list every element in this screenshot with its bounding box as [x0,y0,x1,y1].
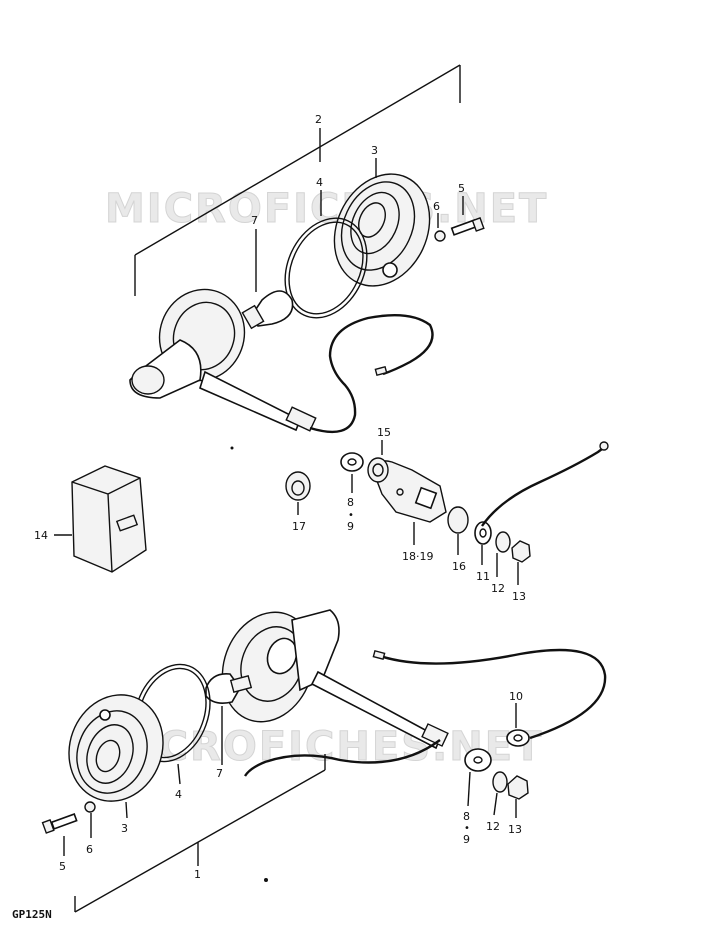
callout-5-upper: 5 [458,182,465,195]
assembly-2-bracket [134,64,461,296]
callout-6-upper: 6 [433,200,440,213]
callout-9-upper: 9 [347,520,354,533]
grommet-17 [285,471,311,501]
callout-9-lower: 9 [463,833,470,846]
callout-3-upper: 3 [371,144,378,157]
lower-bulb [205,672,253,704]
lockwasher-12-lower [492,771,508,793]
upper-washer [434,230,446,242]
lower-screw [41,813,78,834]
spacer-16 [447,506,469,534]
lower-washer-6 [84,801,96,813]
lower-lens [68,694,164,802]
lower-washer-8-9 [464,748,492,772]
callout-17: 17 [292,520,306,533]
callout-6-lower: 6 [86,843,93,856]
flasher-relay-14 [71,465,147,573]
upper-gasket-ring [284,217,368,319]
lockwasher-12-upper [495,531,511,553]
watermark-top: MICROFICHES.NET [105,186,548,232]
callout-8-upper: 8 [347,496,354,509]
callout-13-upper: 13 [512,590,526,603]
upper-bulb [241,290,294,330]
washer-11 [474,521,492,545]
callout-3-lower: 3 [121,822,128,835]
model-code: GP125N [12,908,52,921]
callout-10: 10 [509,690,523,703]
callout-13-lower: 13 [508,823,522,836]
callout-4-lower: 4 [175,788,182,801]
callout-18-19: 18·19 [402,550,434,563]
callout-dot-upper: • [348,510,354,521]
callout-14: 14 [34,529,48,542]
callout-5-lower: 5 [59,860,66,873]
callout-12-lower: 12 [486,820,500,833]
nut-13-upper [511,540,531,563]
callout-8-lower: 8 [463,810,470,823]
callout-1: 1 [194,868,201,881]
nut-13-lower [507,775,529,800]
callout-11: 11 [476,570,490,583]
terminal-10 [506,729,530,747]
ground-wire [481,445,607,527]
callout-dot-lower: • [464,823,470,834]
upper-screw [450,217,485,236]
callout-7-upper: 7 [251,214,258,227]
upper-wire-terminal [374,365,388,377]
lower-harness-wire-a [243,739,441,777]
upper-harness-wire [309,314,434,433]
callout-2: 2 [315,113,322,126]
collar-15 [367,457,389,483]
upper-washer-8-9 [340,452,364,472]
callout-15: 15 [377,426,391,439]
callout-4-upper: 4 [316,176,323,189]
lower-housing [221,609,449,750]
assembly-1-bracket [74,754,326,913]
callout-7-lower: 7 [216,767,223,780]
callout-16: 16 [452,560,466,573]
callout-12-upper: 12 [491,582,505,595]
lower-harness-wire-b [379,648,607,740]
upper-lens [333,173,431,287]
upper-housing [129,288,317,432]
